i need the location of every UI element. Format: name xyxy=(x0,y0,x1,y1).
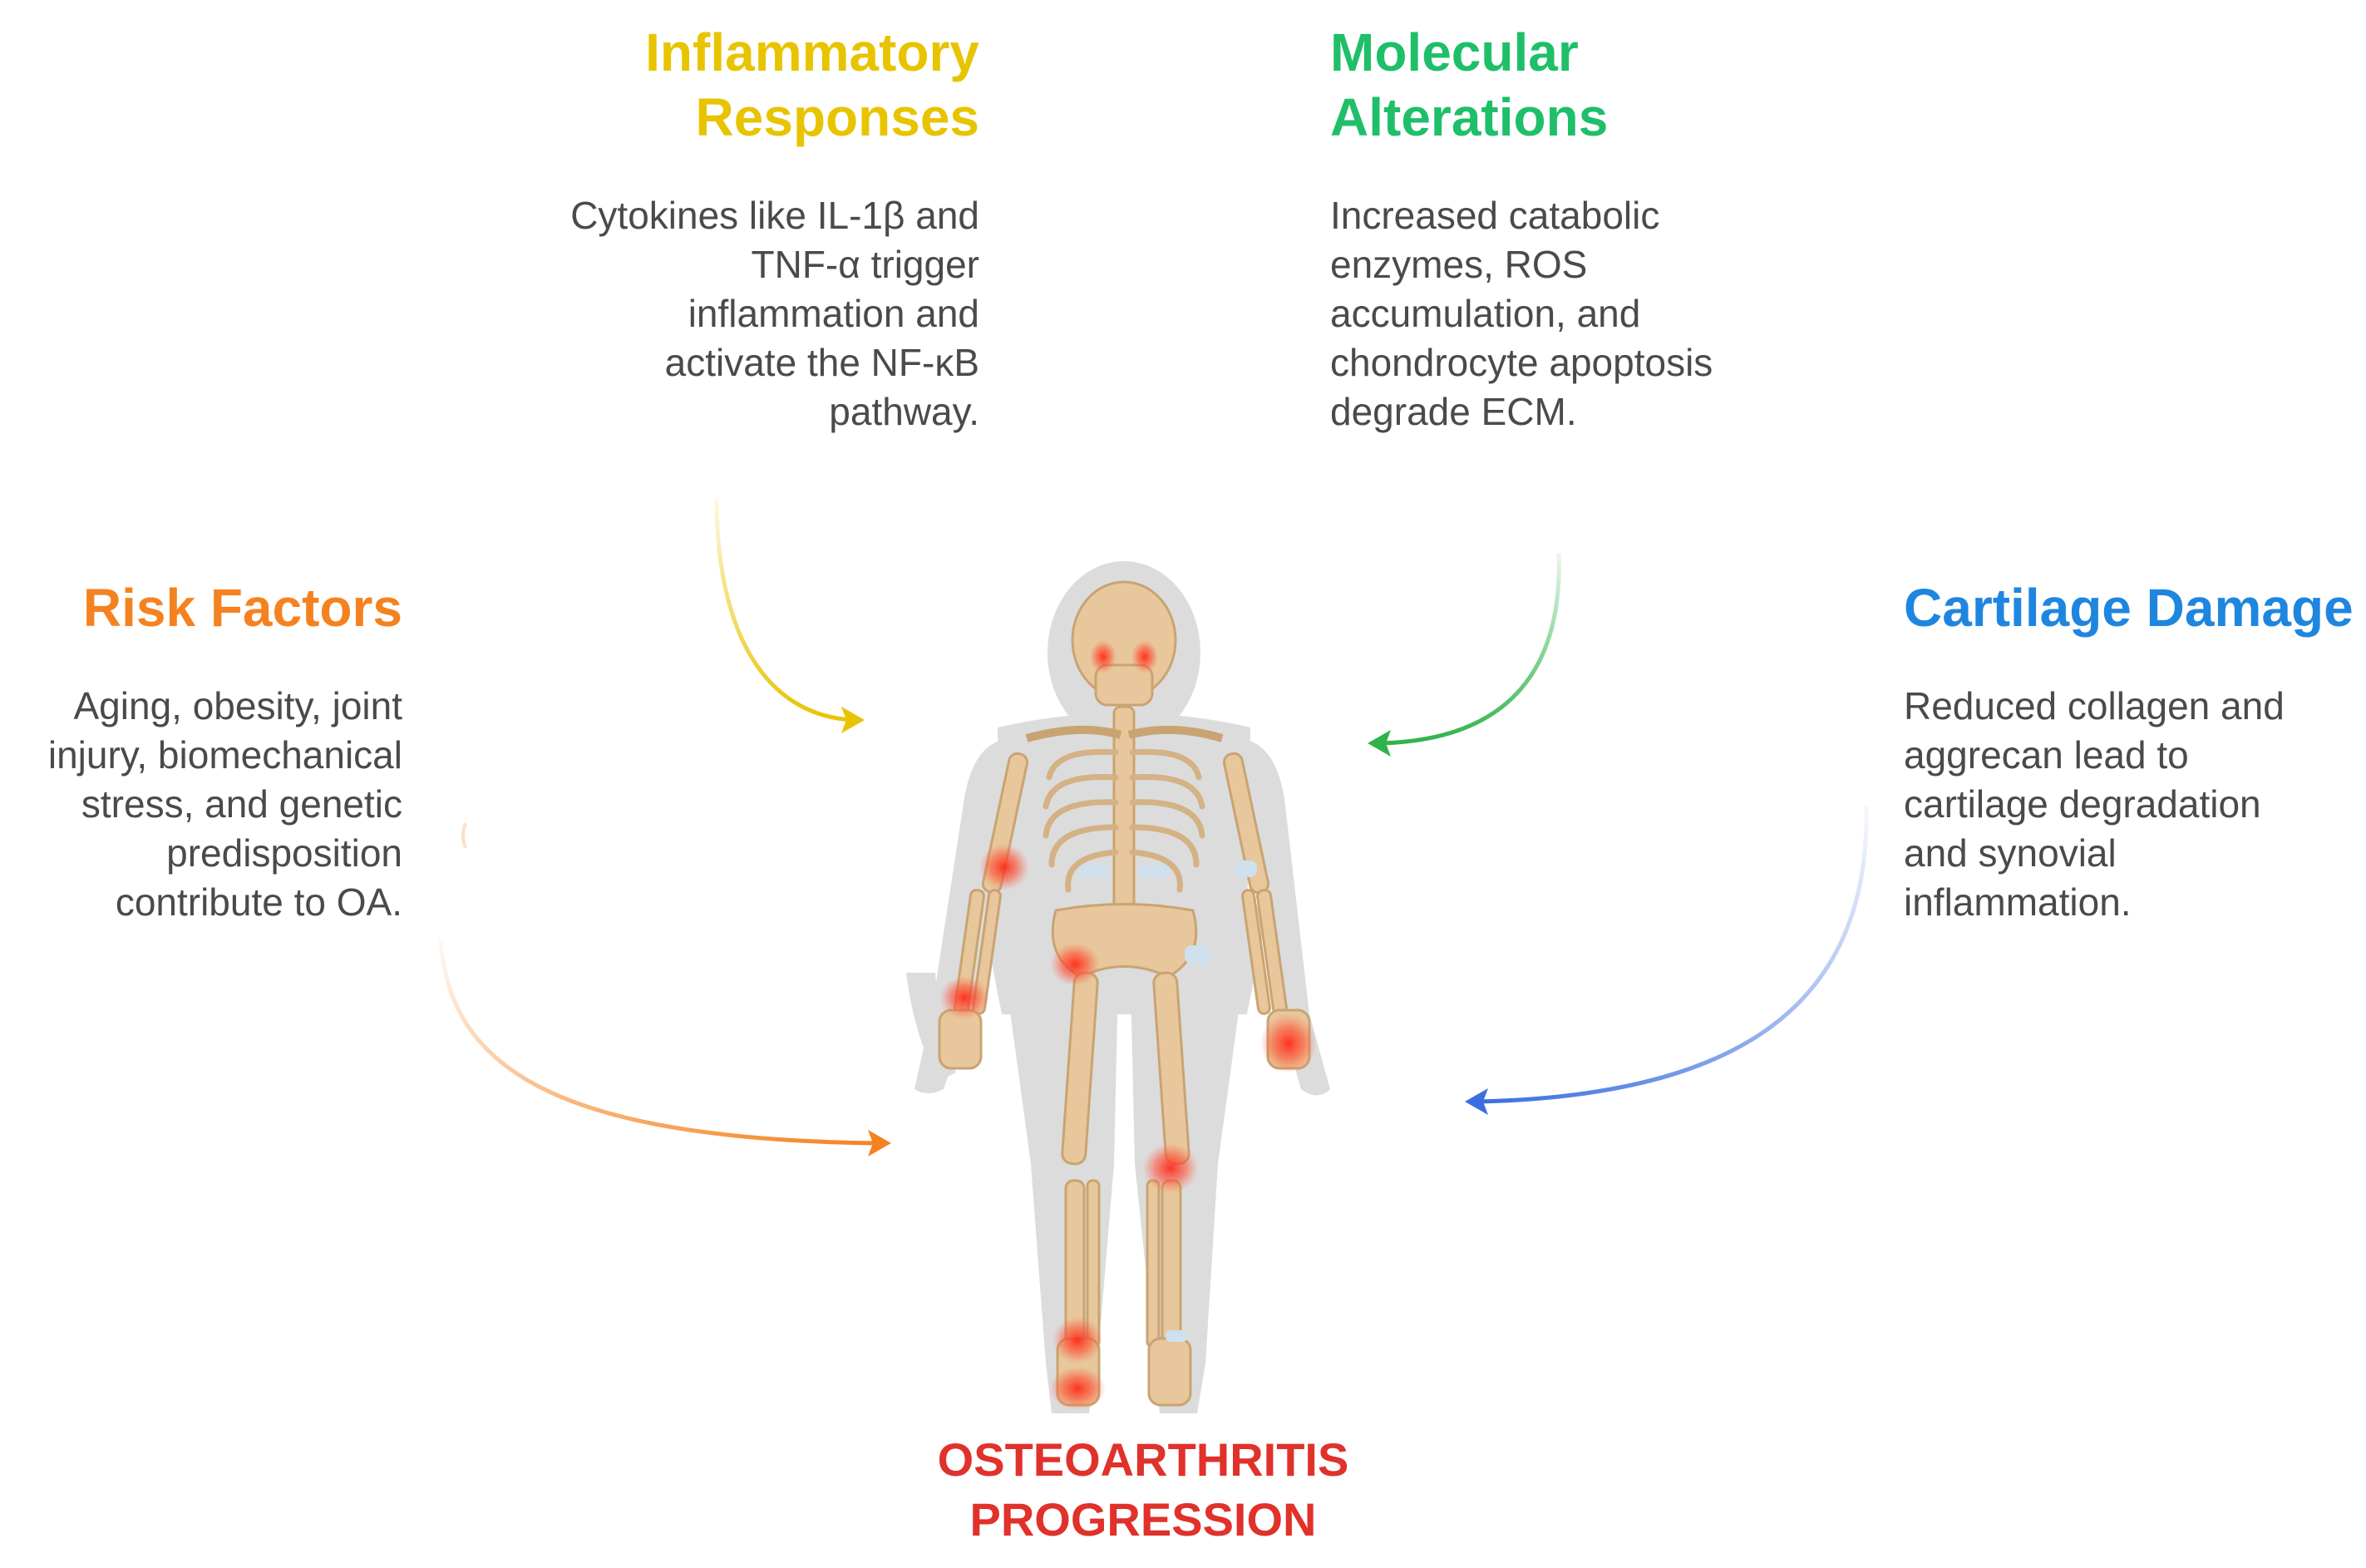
cartilage-damage-title: Cartilage Damage xyxy=(1904,578,2354,638)
arrow-molecular xyxy=(1368,552,1561,757)
risk-factors-title: Risk Factors xyxy=(82,578,402,638)
skeleton-icon xyxy=(906,561,1330,1413)
arrow-risk xyxy=(438,822,891,1156)
inflammatory-title: Inflammatory Responses xyxy=(645,22,979,147)
arrow-inflammatory xyxy=(714,498,865,733)
center-label: OSTEOARTHRITIS PROGRESSION xyxy=(937,1433,1349,1546)
arrow-cartilage xyxy=(1465,806,1869,1115)
inflammatory-description: Cytokines like IL-1β and TNF-α trigger i… xyxy=(570,194,979,433)
molecular-title: Molecular Alterations xyxy=(1330,22,1609,147)
molecular-description: Increased catabolic enzymes, ROS accumul… xyxy=(1330,194,1713,433)
cartilage-damage-description: Reduced collagen and aggrecan lead to ca… xyxy=(1904,684,2285,924)
risk-factors-description: Aging, obesity, joint injury, biomechani… xyxy=(47,684,402,924)
